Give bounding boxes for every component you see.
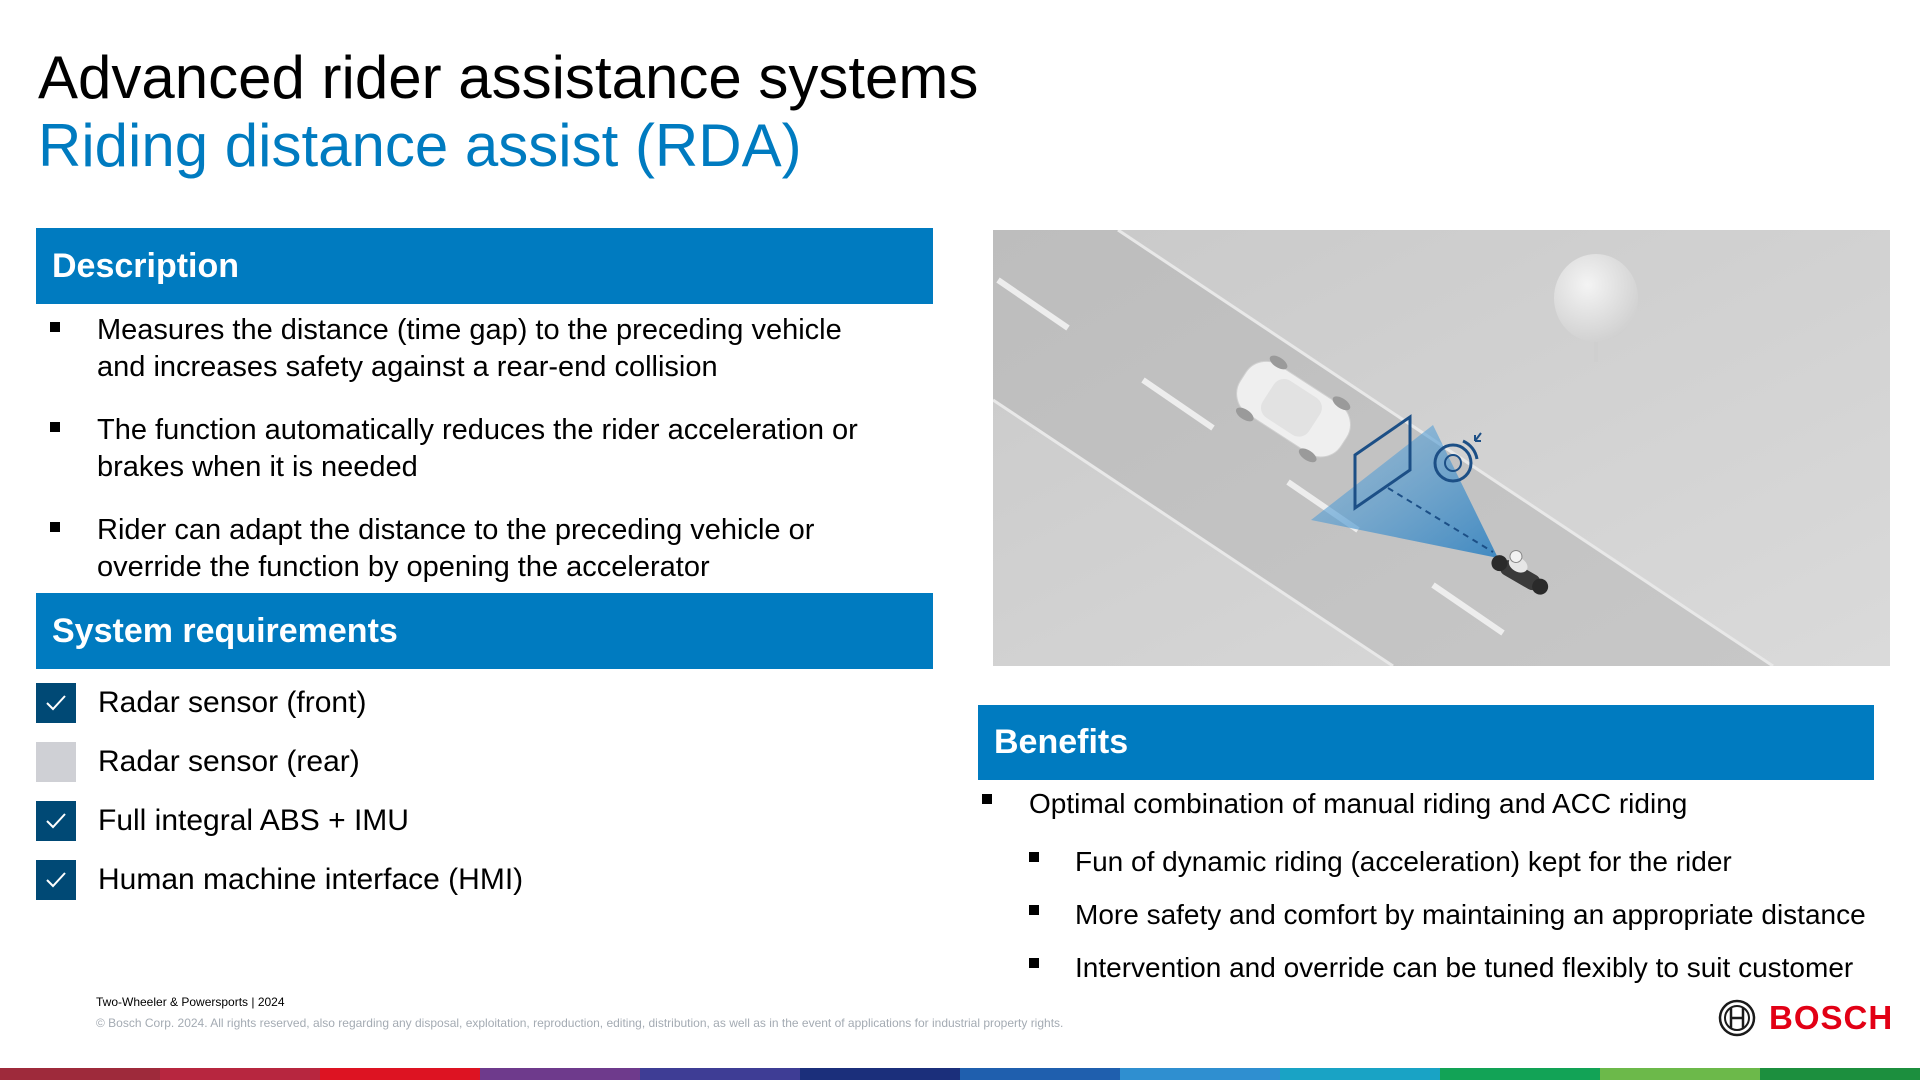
checkbox-checked — [36, 860, 76, 900]
description-header: Description — [36, 228, 933, 304]
list-item: Fun of dynamic riding (acceleration) kep… — [982, 843, 1902, 880]
color-bar-segment — [960, 1068, 1120, 1080]
checkmark-icon — [46, 813, 66, 829]
benefit-sub: Fun of dynamic riding (acceleration) kep… — [1075, 846, 1732, 877]
requirement-label: Radar sensor (rear) — [98, 745, 360, 778]
color-bar-segment — [1120, 1068, 1280, 1080]
checkbox-checked — [36, 683, 76, 723]
list-item-text: and increases safety against a rear-end … — [97, 351, 718, 383]
benefits-heading: Benefits — [994, 723, 1129, 761]
footer-copyright: © Bosch Corp. 2024. All rights reserved,… — [96, 1016, 1064, 1030]
list-item-text: brakes when it is needed — [97, 451, 418, 483]
list-item-text: Measures the distance (time gap) to the … — [97, 314, 842, 346]
benefit-sub: Intervention and override can be tuned f… — [1075, 952, 1854, 983]
color-bar-segment — [1600, 1068, 1760, 1080]
checkmark-icon — [46, 872, 66, 888]
list-item: Rider can adapt the distance to the prec… — [50, 512, 930, 586]
list-item: Measures the distance (time gap) to the … — [50, 312, 930, 386]
page-title: Advanced rider assistance systems — [38, 44, 979, 111]
rda-illustration — [993, 230, 1890, 666]
color-bar-segment — [320, 1068, 480, 1080]
bottom-color-bar — [0, 1068, 1920, 1080]
color-bar-segment — [1440, 1068, 1600, 1080]
footer-label: Two-Wheeler & Powersports | 2024 — [96, 995, 285, 1009]
list-item-text: The function automatically reduces the r… — [97, 414, 858, 446]
bosch-armature-icon — [1718, 999, 1756, 1037]
description-list: Measures the distance (time gap) to the … — [50, 312, 930, 586]
requirement-item: Human machine interface (HMI) — [36, 860, 523, 900]
bullet-icon — [50, 322, 60, 332]
requirement-label: Radar sensor (front) — [98, 686, 367, 719]
color-bar-segment — [800, 1068, 960, 1080]
benefits-header: Benefits — [978, 705, 1874, 780]
color-bar-segment — [480, 1068, 640, 1080]
benefit-sub: More safety and comfort by maintaining a… — [1075, 899, 1866, 930]
requirements-heading: System requirements — [52, 611, 398, 650]
requirement-label: Human machine interface (HMI) — [98, 863, 524, 896]
list-item: More safety and comfort by maintaining a… — [982, 896, 1902, 933]
requirement-item: Radar sensor (rear) — [36, 742, 360, 782]
bosch-wordmark: BOSCH — [1769, 999, 1894, 1036]
color-bar-segment — [1280, 1068, 1440, 1080]
bullet-icon — [1029, 958, 1039, 968]
description-heading: Description — [52, 246, 240, 285]
bosch-logo: BOSCH — [1717, 998, 1893, 1038]
list-item-text: Rider can adapt the distance to the prec… — [97, 514, 815, 546]
requirement-item: Radar sensor (front) — [36, 683, 366, 723]
checkmark-icon — [46, 695, 66, 711]
list-item: Intervention and override can be tuned f… — [982, 949, 1902, 986]
page-subtitle: Riding distance assist (RDA) — [38, 112, 802, 179]
list-item: Optimal combination of manual riding and… — [982, 785, 1902, 822]
requirements-header: System requirements — [36, 593, 933, 669]
road-scene-illustration — [993, 230, 1890, 666]
bullet-icon — [1029, 852, 1039, 862]
color-bar-segment — [160, 1068, 320, 1080]
benefit-main: Optimal combination of manual riding and… — [1029, 788, 1688, 819]
bullet-icon — [1029, 905, 1039, 915]
checkbox-unchecked — [36, 742, 76, 782]
bullet-icon — [982, 794, 992, 804]
list-item-text: override the function by opening the acc… — [97, 551, 710, 583]
color-bar-segment — [0, 1068, 160, 1080]
bullet-icon — [50, 522, 60, 532]
checkbox-checked — [36, 801, 76, 841]
bullet-icon — [50, 422, 60, 432]
color-bar-segment — [1760, 1068, 1920, 1080]
requirement-label: Full integral ABS + IMU — [98, 804, 409, 837]
brake-icon — [1433, 432, 1482, 483]
benefits-list: Optimal combination of manual riding and… — [982, 785, 1902, 986]
requirement-item: Full integral ABS + IMU — [36, 801, 409, 841]
list-item: The function automatically reduces the r… — [50, 412, 930, 486]
color-bar-segment — [640, 1068, 800, 1080]
